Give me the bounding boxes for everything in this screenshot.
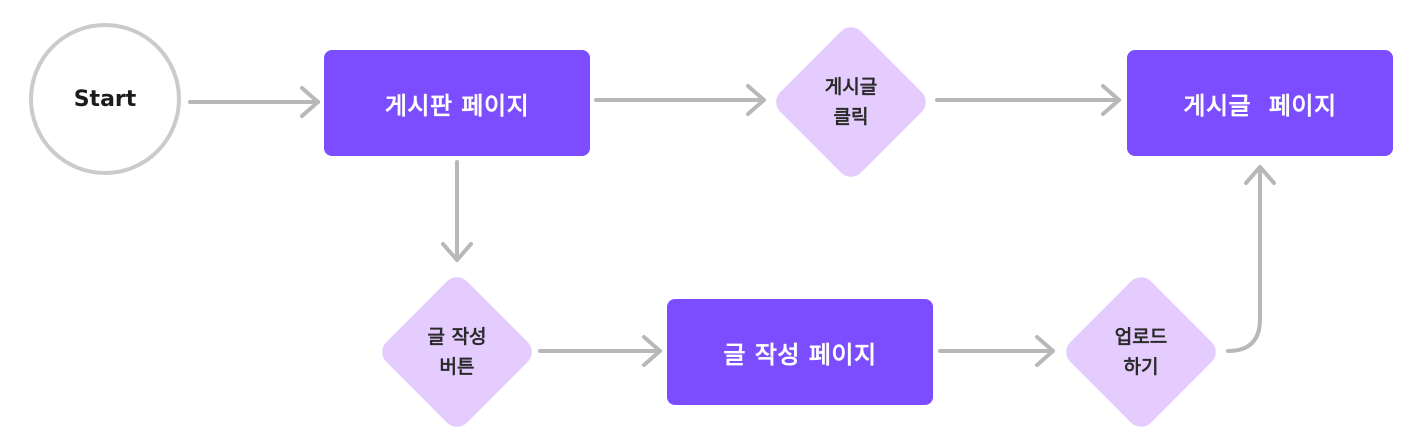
post-page-node: 게시글 페이지	[1127, 50, 1393, 156]
board-page-node: 게시판 페이지	[324, 50, 590, 156]
write-button-label-line1: 글 작성	[427, 326, 487, 348]
edge-upload-to-post-page	[1226, 165, 1276, 353]
edge-write-page-to-upload	[938, 335, 1055, 367]
post-click-label-line2: 클릭	[833, 106, 869, 128]
write-button-decision: 글 작성 버튼	[375, 270, 539, 434]
write-button-label-line2: 버튼	[439, 356, 475, 378]
edge-board-page-to-post-click	[594, 84, 766, 116]
start-node-label: Start	[73, 86, 137, 112]
upload-label-line2: 하기	[1123, 356, 1159, 378]
post-click-label-line1: 게시글	[824, 76, 878, 98]
post-click-decision: 게시글 클릭	[769, 20, 933, 184]
post-page-label: 게시글 페이지	[1183, 91, 1337, 120]
edge-post-click-to-post-page	[935, 84, 1121, 116]
upload-decision: 업로드 하기	[1059, 270, 1223, 434]
write-page-label: 글 작성 페이지	[723, 340, 877, 369]
start-node: Start	[29, 23, 181, 175]
edge-write-button-to-write-page	[538, 335, 662, 367]
write-page-node: 글 작성 페이지	[667, 299, 933, 405]
board-page-label: 게시판 페이지	[384, 91, 530, 120]
edge-board-page-to-write-button	[441, 160, 473, 262]
upload-label-line1: 업로드	[1114, 326, 1168, 348]
edge-start-to-board-page	[188, 86, 320, 118]
